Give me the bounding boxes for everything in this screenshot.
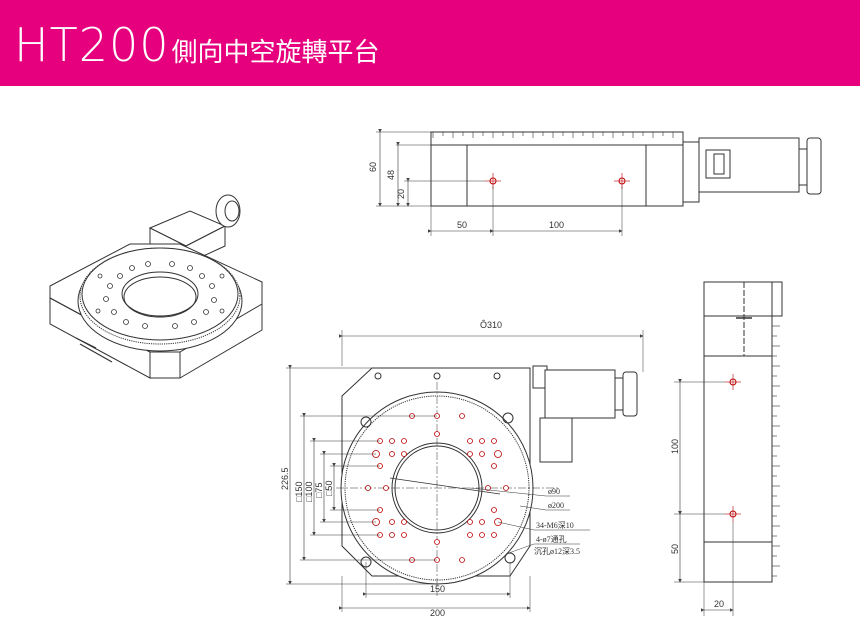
callout-m6: 34-M6深10 — [536, 521, 574, 530]
dim-front-100: 100 — [549, 220, 564, 230]
top-view — [336, 365, 638, 596]
dim-side-20: 20 — [714, 599, 724, 609]
dim-top-310: Ô310 — [480, 320, 502, 330]
dim-top-150: 150 — [430, 584, 445, 594]
side-view — [674, 281, 783, 616]
dim-top-sq100: □100 — [304, 482, 314, 502]
callout-through-hole: 4-ø7通孔 — [536, 534, 567, 544]
front-view — [376, 129, 822, 236]
dim-top-226-5: 226.5 — [280, 467, 290, 490]
front-scale-ticks — [432, 132, 674, 138]
technical-drawing: 60 48 20 50 100 — [49, 129, 822, 618]
dim-front-20: 20 — [396, 189, 406, 199]
dim-top-sq150: □150 — [294, 482, 304, 502]
dim-side-50: 50 — [670, 544, 680, 554]
dim-top-sq75: □75 — [314, 483, 324, 498]
header-banner — [0, 0, 860, 86]
isometric-view — [49, 194, 263, 379]
callout-dia200: ø200 — [548, 501, 564, 510]
dim-front-50: 50 — [457, 220, 467, 230]
dim-front-48: 48 — [386, 170, 396, 180]
iso-label — [75, 337, 113, 363]
top-view-dims — [286, 330, 644, 612]
callout-dia90: ø90 — [548, 487, 560, 496]
dim-top-200: 200 — [430, 608, 445, 618]
dim-side-100: 100 — [670, 439, 680, 454]
product-name: 側向中空旋轉平台 — [171, 38, 380, 68]
dim-top-sq50: □50 — [324, 481, 334, 496]
iso-turntable — [77, 247, 243, 352]
page-title: HT200側向中空旋轉平台 — [14, 18, 380, 72]
side-scale-ticks — [772, 325, 780, 577]
iso-holes — [95, 261, 225, 329]
model-name: HT200 — [14, 18, 170, 72]
callout-counterbore: 沉孔ø12深3.5 — [534, 547, 580, 556]
dim-front-60: 60 — [368, 162, 378, 172]
